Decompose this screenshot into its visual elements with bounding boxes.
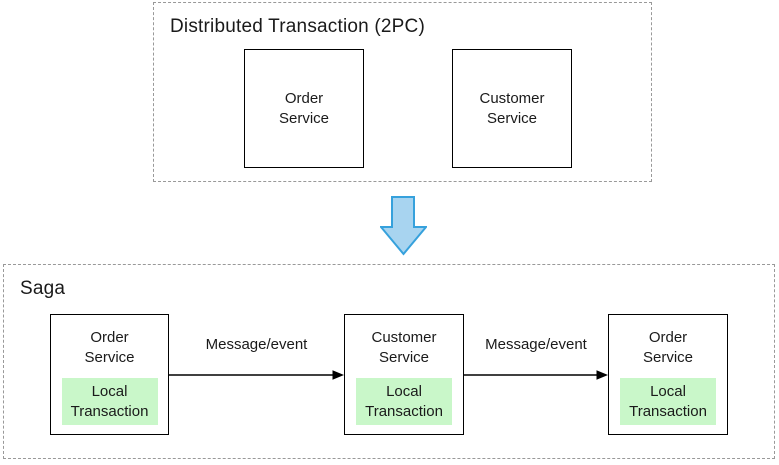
service-label-order-saga-1: Order Service — [84, 329, 135, 366]
service-label-order-saga-2: Order Service — [642, 329, 694, 366]
service-box-customer-2pc: Customer Service — [452, 49, 572, 168]
saga-flow-arrows — [169, 370, 608, 380]
service-box-order-2pc: Order Service — [244, 49, 364, 168]
message-event-label-1: Message/event — [205, 336, 308, 353]
message-arrow-1 — [169, 370, 344, 380]
service-label-customer-saga: Customer Service — [371, 329, 437, 366]
message-arrow-2 — [464, 370, 608, 380]
service-box-customer-saga: Customer Service Local Transaction — [344, 314, 464, 435]
local-transaction-box-2: Local Transaction — [356, 378, 452, 425]
local-transaction-box-1: Local Transaction — [61, 378, 158, 425]
group-distributed-transaction: Distributed Transaction (2PC) Order Serv… — [153, 2, 652, 182]
group-saga-title: Saga — [20, 278, 66, 299]
service-box-order-saga-1: Order Service Local Transaction — [50, 314, 169, 435]
service-label-customer-2pc: Customer Service — [479, 89, 545, 127]
local-transaction-box-3: Local Transaction — [620, 378, 716, 425]
service-box-order-saga-2: Order Service Local Transaction — [608, 314, 728, 435]
message-event-label-2: Message/event — [485, 336, 587, 353]
service-label-order-2pc: Order Service — [278, 89, 330, 127]
group-distributed-transaction-title: Distributed Transaction (2PC) — [170, 16, 426, 37]
group-saga: Saga Order Service Local Transaction Mes… — [3, 264, 775, 459]
down-arrow-icon — [380, 196, 427, 256]
